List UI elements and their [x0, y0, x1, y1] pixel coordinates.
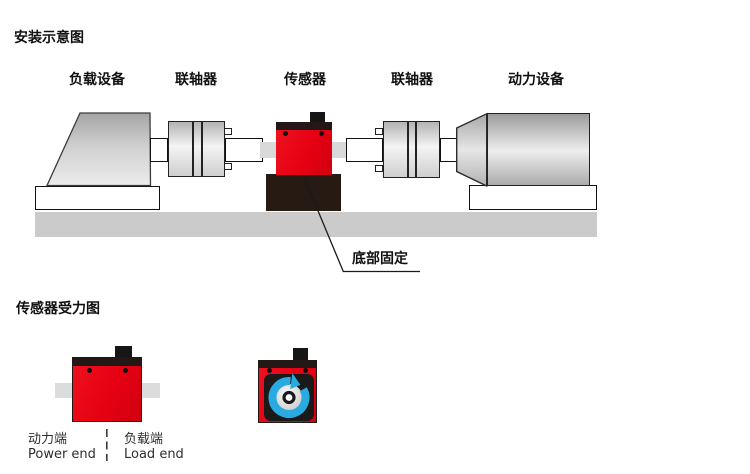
rotation-panel: [263, 372, 314, 421]
load-device-base: [35, 186, 160, 210]
sensor-screw-dot: [283, 130, 288, 136]
sensor-body: [276, 130, 332, 175]
end-divider-dashed-line: [105, 429, 108, 461]
sensor-top-strip: [276, 122, 332, 131]
front-sensor-knob: [293, 348, 308, 360]
callout-label: 底部固定: [352, 251, 408, 267]
power-end-label-en: Power end: [28, 447, 96, 462]
force-diagram-title: 传感器受力图: [16, 301, 100, 317]
side-sensor-knob: [115, 346, 132, 358]
power-device-body: [487, 113, 590, 186]
ground-strip: [35, 212, 597, 237]
coupling-split-line: [415, 122, 417, 177]
power-device-cone: [456, 112, 488, 188]
sensor-connector-knob: [310, 112, 325, 123]
label-sensor: 传感器: [284, 72, 326, 88]
power-end-label-cn: 动力端: [28, 432, 68, 447]
sensor-base-block: [266, 174, 341, 211]
rotation-direction-icon: [268, 372, 309, 418]
front-sensor-top-strip: [259, 361, 316, 368]
coupling-left-tab-bottom: [224, 163, 232, 170]
sensor-screw-dot: [318, 130, 324, 136]
side-sensor-top-strip: [73, 358, 141, 366]
side-sensor-screw-dot: [123, 368, 128, 373]
coupling-split-line: [192, 122, 194, 176]
front-sensor-screw-dot: [303, 368, 308, 373]
load-end-label-en: Load end: [124, 447, 184, 462]
coupling-right-tab-top: [375, 128, 383, 135]
coupling-right-tab-bottom: [375, 165, 383, 172]
coupling-left: [168, 121, 225, 177]
coupling-right: [383, 121, 440, 178]
label-power-device: 动力设备: [508, 72, 564, 88]
label-coupling-right: 联轴器: [391, 72, 433, 88]
side-sensor-screw-dot: [87, 368, 92, 373]
side-sensor-body: [72, 357, 142, 422]
label-coupling-left: 联轴器: [175, 72, 217, 88]
shaft-stub-left: [150, 138, 168, 162]
label-load-device: 负载设备: [69, 72, 125, 88]
shaft-left: [225, 138, 263, 162]
coupling-split-line: [407, 122, 409, 177]
coupling-split-line: [201, 122, 203, 176]
coupling-left-tab-top: [224, 128, 232, 135]
shaft-right: [346, 138, 383, 162]
installation-title: 安装示意图: [14, 30, 84, 46]
load-end-label-cn: 负载端: [124, 432, 164, 447]
load-device-shape: [45, 112, 152, 187]
front-sensor-screw-dot: [267, 368, 272, 373]
